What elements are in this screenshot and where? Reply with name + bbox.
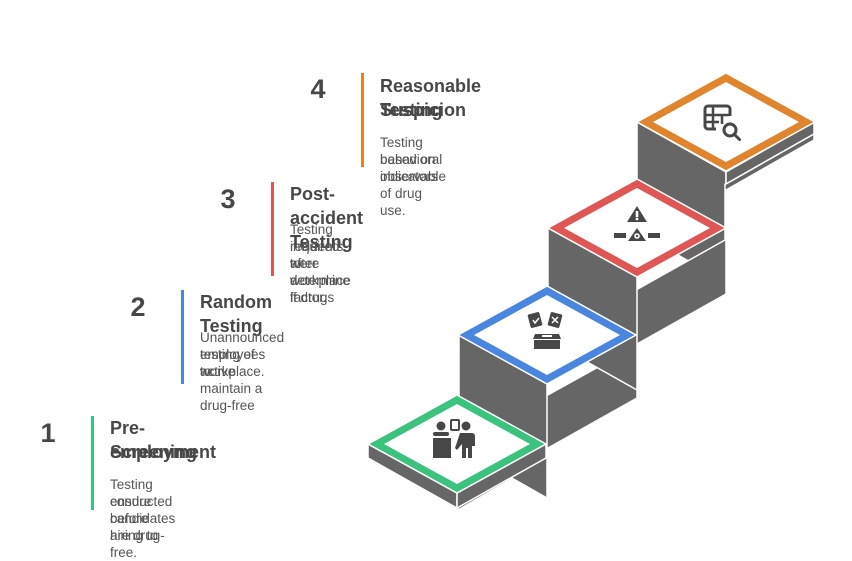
step-4-number: 4 [310,74,326,104]
table-search-icon [703,104,741,141]
step-4-title-line-1: Reasonable Suspicion [380,76,482,120]
step-1-title-line-2: Screening [110,442,198,462]
step-1-desc-line-2: ensure candidates are drug-free. [110,494,176,560]
step-2-desc-line-1: Unannounced testing of active [200,330,285,379]
step-3-desc-line-2: incidents to determine if drugs [290,239,351,305]
step-3-accent-bar [271,182,274,276]
step-1-desc-line-1: Testing conducted before hiring to [110,477,173,543]
step-2-desc-line-2: employees to maintain a drug-free [200,347,266,413]
step-3-desc-line-3: were a factor. [290,256,327,305]
reception-desk-people-icon [433,419,475,458]
step-2-accent-bar [181,290,184,384]
step-2-desc-line-3: workplace. [200,364,265,379]
step-1-title-line-1: Pre-employment [110,418,217,462]
random-cards-box-icon [527,312,563,349]
step-3-desc-line-1: Testing required after workplace [290,222,351,288]
step-4-desc-line-1: Testing based on observable [380,135,447,184]
step-2-number: 2 [130,292,146,322]
step-2-title-line-1: Random Testing [200,292,272,336]
step-4-accent-bar [361,73,364,167]
step-3-number: 3 [220,184,236,214]
staircase-diagram [366,72,817,511]
step-1-accent-bar [91,416,94,510]
step-4-desc-line-2: behavioral indicators of drug use. [380,152,443,218]
step-1-number: 1 [40,418,56,448]
step-4-top-face [653,82,799,162]
step-4-title-line-2: Testing [380,100,443,120]
step-3-title-line-1: Post-accident Testing [290,184,364,252]
warning-accident-icon [614,206,660,241]
